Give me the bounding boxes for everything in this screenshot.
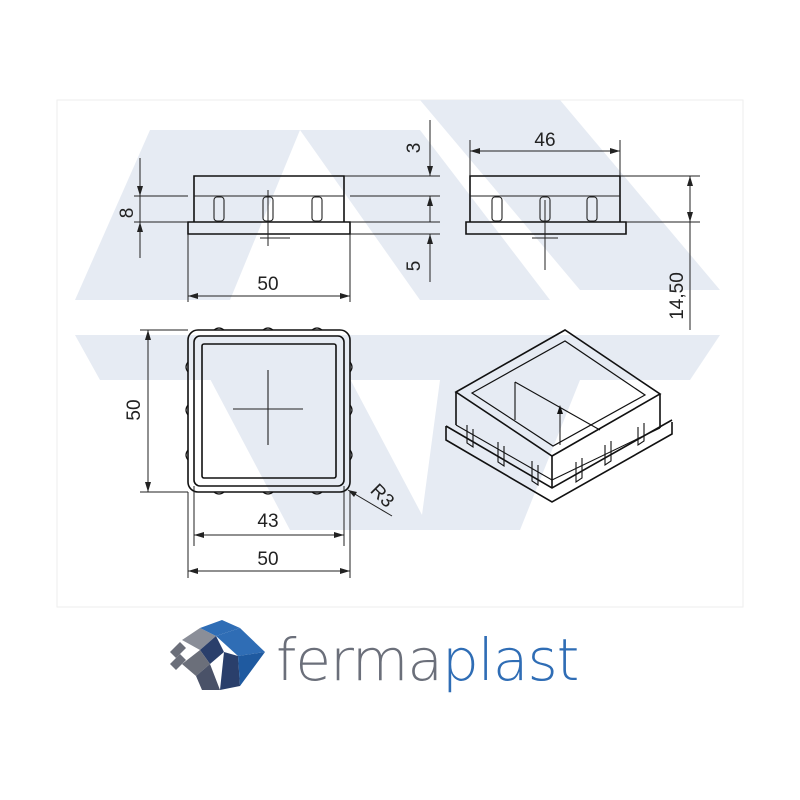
- dim-side-width: 46: [534, 130, 555, 151]
- fermaplast-logo: fermaplast: [170, 620, 579, 694]
- side-view: [465, 175, 627, 270]
- dim-side-height: 14,50: [667, 272, 688, 320]
- dim-front-top: 3: [404, 143, 425, 154]
- dim-top-height: 50: [124, 399, 145, 420]
- svg-text:fermaplast: fermaplast: [276, 626, 578, 694]
- top-dimensions: [140, 329, 393, 578]
- front-view: [187, 175, 351, 246]
- dim-top-inner-width: 43: [257, 511, 278, 532]
- logo-mark-icon: [170, 620, 265, 690]
- side-dimensions: [469, 140, 700, 330]
- watermark: [75, 100, 720, 530]
- dim-top-outer-width: 50: [257, 549, 278, 570]
- drawing-frame: [56, 99, 744, 608]
- dim-front-height: 8: [117, 208, 138, 219]
- top-view: [185, 327, 353, 495]
- dim-front-width: 50: [257, 274, 278, 295]
- front-dimensions: [134, 120, 440, 302]
- logo-text-ferma: ferma: [276, 626, 442, 694]
- isometric-view: [445, 329, 673, 503]
- logo-text-plast: plast: [442, 626, 578, 694]
- dim-front-bottom: 5: [404, 261, 425, 272]
